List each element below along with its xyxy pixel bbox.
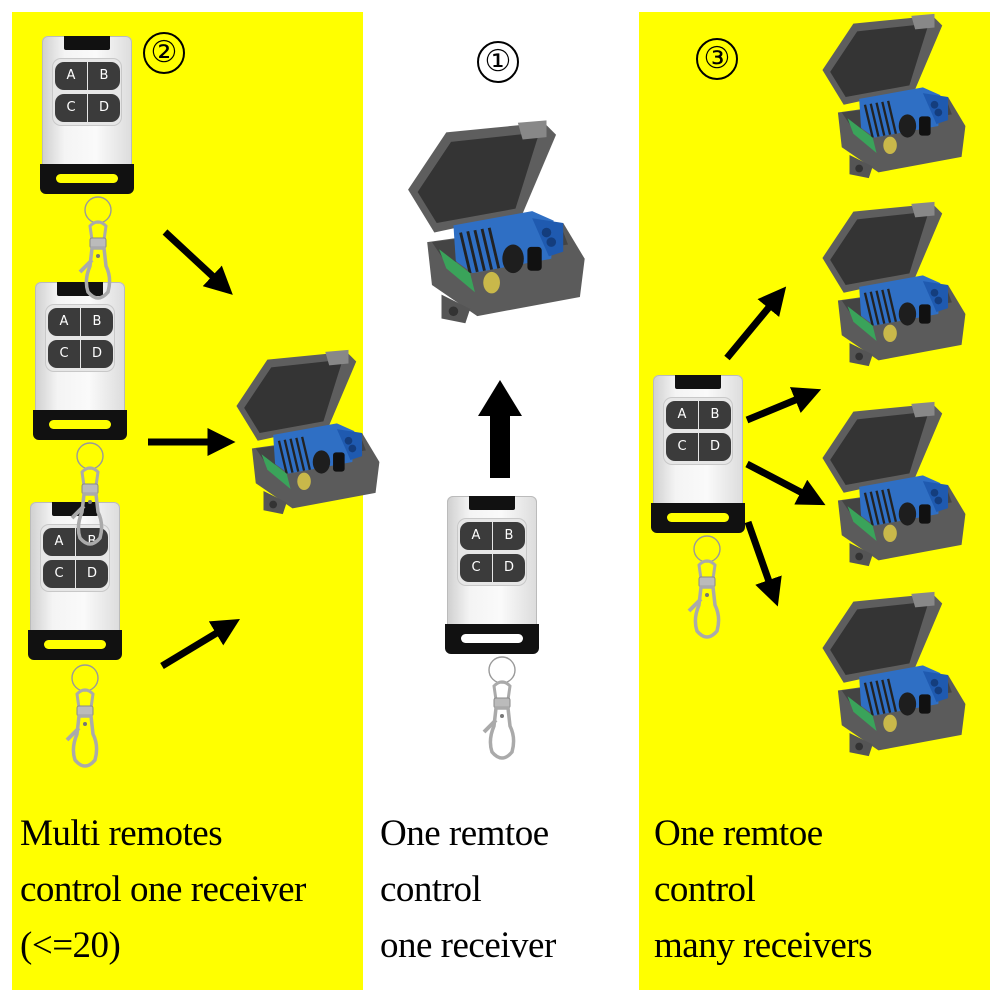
step-badge-3: ③ <box>696 38 738 80</box>
caption-multi-remotes: Multi remotes control one receiver (<=20… <box>20 806 306 974</box>
receiver-relay-module <box>821 12 967 180</box>
remote-key-b: B <box>493 522 525 550</box>
caption-line: many receivers <box>654 925 872 966</box>
remote-keyring-loop <box>40 164 134 194</box>
remote-key-a: A <box>460 522 492 550</box>
remote-key-a: A <box>666 401 698 429</box>
remote-key-a: A <box>43 528 75 556</box>
remote-led-window <box>57 282 103 296</box>
remote-keyring-loop <box>445 624 539 654</box>
remote-key-d: D <box>699 433 731 461</box>
badge-number: ② <box>150 35 178 70</box>
keychain-icon <box>65 664 100 768</box>
remote-led-window <box>469 496 515 510</box>
remote-keyring-loop <box>33 410 127 440</box>
remote-key-d: D <box>88 94 120 122</box>
caption-line: one receiver <box>380 925 556 966</box>
remote-keyring-loop <box>28 630 122 660</box>
remote-led-window <box>675 375 721 389</box>
remote-key-c: C <box>55 94 87 122</box>
badge-number: ③ <box>703 41 731 76</box>
keychain-icon <box>78 196 113 300</box>
remote-key-a: A <box>55 62 87 90</box>
step-badge-2: ② <box>143 32 185 74</box>
remote-key-c: C <box>666 433 698 461</box>
remote-key-a: A <box>48 308 80 336</box>
remote-key-d: D <box>493 554 525 582</box>
keyring-hole <box>49 420 111 429</box>
remote-key-b: B <box>81 308 113 336</box>
keyring-hole <box>461 634 523 643</box>
caption-line: control one receiver <box>20 869 306 910</box>
remote-key-c: C <box>43 560 75 588</box>
caption-one-to-one: One remtoe control one receiver <box>380 806 556 974</box>
keyring-hole <box>56 174 118 183</box>
caption-line: One remtoe <box>654 813 823 854</box>
remote-key-b: B <box>699 401 731 429</box>
remote-led-window <box>64 36 110 50</box>
receiver-relay-module <box>821 400 967 568</box>
caption-line: (<=20) <box>20 925 121 966</box>
keyring-hole <box>44 640 106 649</box>
caption-line: Multi remotes <box>20 813 223 854</box>
receiver-relay-module <box>235 348 381 516</box>
remote-keyring-loop <box>651 503 745 533</box>
keychain-icon <box>482 656 517 760</box>
remote-key-c: C <box>460 554 492 582</box>
caption-line: One remtoe <box>380 813 549 854</box>
step-badge-1: ① <box>477 41 519 83</box>
keychain-icon <box>70 442 105 546</box>
keychain-icon <box>687 535 722 639</box>
remote-key-b: B <box>88 62 120 90</box>
receiver-relay-module <box>821 200 967 368</box>
badge-number: ① <box>484 44 512 79</box>
keyring-hole <box>667 513 729 522</box>
caption-one-to-many: One remtoe control many receivers <box>654 806 872 974</box>
receiver-relay-module <box>821 590 967 758</box>
remote-key-c: C <box>48 340 80 368</box>
remote-key-d: D <box>76 560 108 588</box>
caption-line: control <box>654 869 756 910</box>
remote-led-window <box>52 502 98 516</box>
remote-key-d: D <box>81 340 113 368</box>
receiver-relay-module <box>406 118 587 325</box>
caption-line: control <box>380 869 482 910</box>
